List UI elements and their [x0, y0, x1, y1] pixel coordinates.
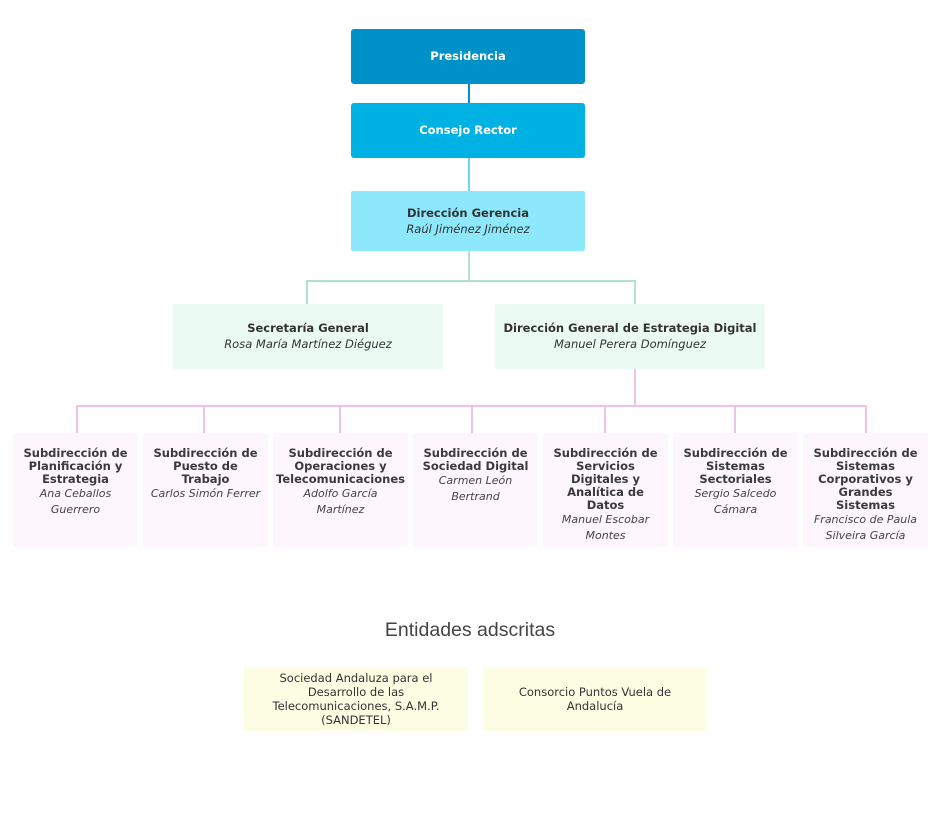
node-title: Subdirección de Operaciones y Telecomuni…	[276, 446, 405, 486]
node-person: Carmen León Bertrand	[438, 474, 513, 503]
node-person: Raúl Jiménez Jiménez	[406, 221, 530, 236]
node-subdireccion[interactable]: Subdirección de Sociedad Digital Carmen …	[413, 433, 538, 547]
node-direccion-general-estrategia-digital[interactable]: Dirección General de Estrategia Digital …	[495, 304, 765, 369]
node-person: Carlos Simón Ferrer	[150, 487, 261, 500]
node-person: Francisco de Paula Silveira García	[813, 513, 918, 542]
node-title: Subdirección de Sistemas Corporativos y …	[813, 446, 918, 512]
node-person: Manuel Escobar Montes	[561, 513, 650, 542]
node-title: Secretaría General	[247, 321, 369, 335]
node-title: Dirección Gerencia	[406, 205, 530, 220]
node-presidencia[interactable]: Presidencia	[351, 29, 585, 84]
node-subdireccion[interactable]: Subdirección de Sistemas Corporativos y …	[803, 433, 928, 547]
entidad-sandetel[interactable]: Sociedad Andaluza para el Desarrollo de …	[244, 667, 468, 731]
node-title: Presidencia	[430, 49, 506, 63]
node-subdireccion[interactable]: Subdirección de Sistemas Sectoriales Ser…	[673, 433, 798, 547]
node-secretaria-general[interactable]: Secretaría General Rosa María Martínez D…	[173, 304, 443, 369]
entidad-label: Consorcio Puntos Vuela de Andalucía	[518, 685, 672, 713]
node-person: Adolfo García Martínez	[303, 487, 378, 516]
node-person: Sergio Salcedo Cámara	[694, 487, 777, 516]
connector-direcciones-bar	[306, 280, 636, 304]
node-person: Ana Ceballos Guerrero	[39, 487, 112, 516]
entidades-adscritas-heading: Entidades adscritas	[384, 619, 556, 641]
node-subdireccion[interactable]: Subdirección de Planificación y Estrateg…	[13, 433, 138, 547]
node-person: Manuel Perera Domínguez	[554, 337, 706, 351]
node-title: Subdirección de Servicios Digitales y An…	[553, 446, 658, 512]
node-subdireccion[interactable]: Subdirección de Puesto de Trabajo Carlos…	[143, 433, 268, 547]
node-consejo-rector[interactable]: Consejo Rector	[351, 103, 585, 158]
node-subdireccion[interactable]: Subdirección de Servicios Digitales y An…	[543, 433, 668, 547]
node-title: Subdirección de Planificación y Estrateg…	[23, 446, 128, 486]
node-title: Subdirección de Puesto de Trabajo	[153, 446, 258, 486]
entidad-label: Sociedad Andaluza para el Desarrollo de …	[272, 671, 440, 727]
node-title: Subdirección de Sociedad Digital	[422, 446, 529, 473]
node-subdireccion[interactable]: Subdirección de Operaciones y Telecomuni…	[273, 433, 408, 547]
node-title: Dirección General de Estrategia Digital	[503, 321, 757, 335]
node-title: Subdirección de Sistemas Sectoriales	[683, 446, 788, 486]
entidad-consorcio-puntos-vuela[interactable]: Consorcio Puntos Vuela de Andalucía	[483, 667, 707, 731]
node-direccion-gerencia[interactable]: Dirección Gerencia Raúl Jiménez Jiménez	[351, 191, 585, 251]
node-title: Consejo Rector	[419, 123, 517, 137]
node-person: Rosa María Martínez Diéguez	[224, 337, 392, 351]
